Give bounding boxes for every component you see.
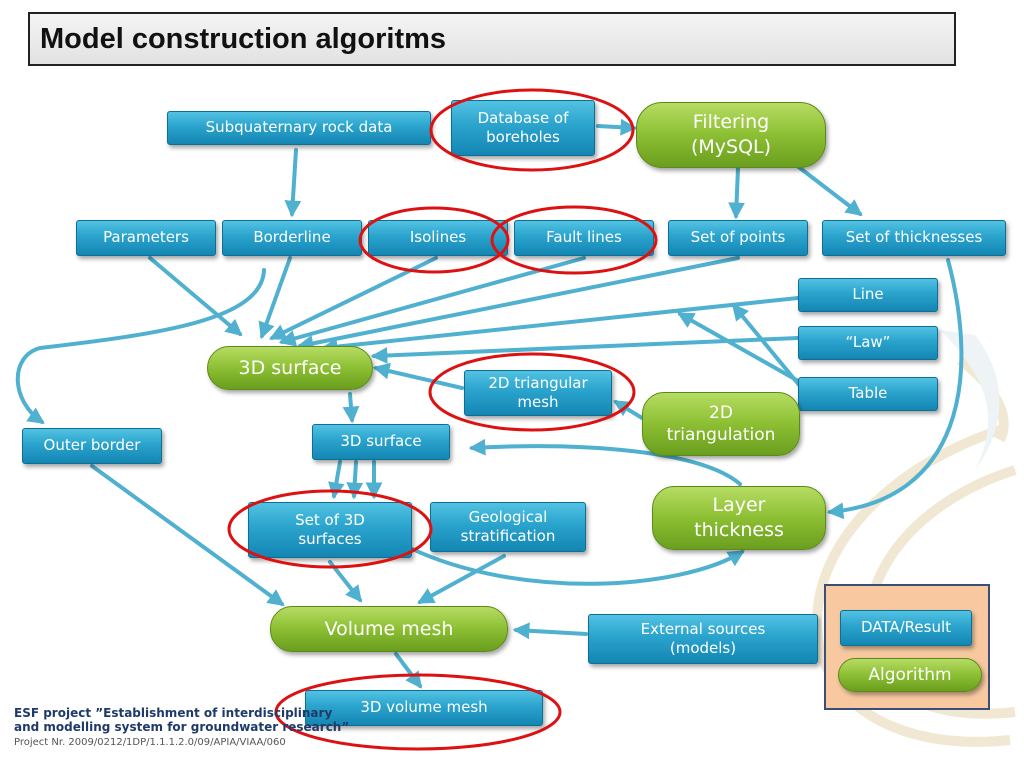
node-set-of-3d-surfaces: Set of 3D surfaces — [248, 502, 412, 558]
legend-panel: DATA/Result Algorithm — [824, 584, 990, 710]
footer-project-title-line1: ESF project ”Establishment of interdisci… — [14, 706, 333, 720]
node-isolines: Isolines — [368, 220, 508, 256]
node-fault-lines: Fault lines — [514, 220, 654, 256]
node-2d-triangular-mesh: 2D triangular mesh — [464, 370, 612, 416]
node-database-of-boreholes: Database of boreholes — [451, 100, 595, 156]
node-borderline: Borderline — [222, 220, 362, 256]
node-table: Table — [798, 377, 938, 411]
node-3d-surface-algorithm: 3D surface — [207, 346, 373, 390]
node-external-sources-models: External sources (models) — [588, 614, 818, 664]
node-3d-surface-data: 3D surface — [312, 424, 450, 460]
footer-project-title-line2: and modelling system for groundwater res… — [14, 720, 350, 734]
legend-algorithm: Algorithm — [838, 658, 982, 692]
node-parameters: Parameters — [76, 220, 216, 256]
node-set-of-thicknesses: Set of thicknesses — [822, 220, 1006, 256]
node-law: “Law” — [798, 326, 938, 360]
footer-project-number: Project Nr. 2009/0212/1DP/1.1.1.2.0/09/A… — [14, 737, 286, 748]
title-box: Model construction algoritms — [28, 12, 956, 66]
node-set-of-points: Set of points — [668, 220, 808, 256]
node-subquaternary-rock-data: Subquaternary rock data — [167, 111, 431, 145]
node-volume-mesh: Volume mesh — [270, 606, 508, 652]
node-line: Line — [798, 278, 938, 312]
node-geological-stratification: Geological stratification — [430, 502, 586, 552]
node-layer-thickness: Layer thickness — [652, 486, 826, 550]
page-title: Model construction algoritms — [40, 23, 447, 55]
node-outer-border: Outer border — [22, 428, 162, 464]
node-filtering-mysql: Filtering (MySQL) — [636, 102, 826, 168]
legend-data-result: DATA/Result — [840, 610, 972, 646]
node-2d-triangulation: 2D triangulation — [642, 392, 800, 456]
